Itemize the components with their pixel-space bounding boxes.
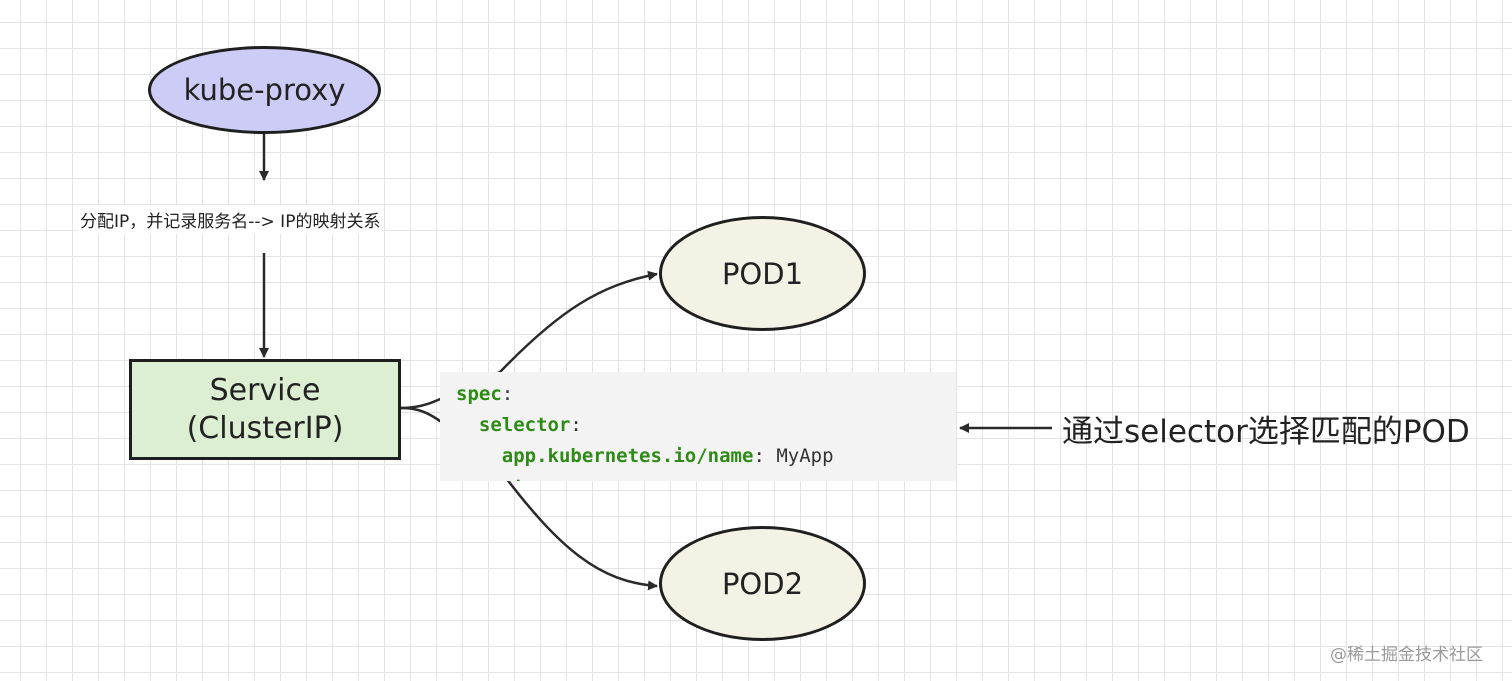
service-node: Service (ClusterIP) [129,359,401,460]
code-line-name: app.kubernetes.io/name: MyApp [456,441,956,472]
kube-proxy-node: kube-proxy [148,46,381,134]
pod2-node: POD2 [659,526,866,641]
code-colon: : [536,476,547,481]
kube-proxy-label: kube-proxy [183,73,346,107]
code-colon: : [570,414,582,436]
pod1-label: POD1 [721,256,804,291]
code-indent [456,414,479,436]
pod2-label: POD2 [721,566,804,601]
code-key-app-name: app.kubernetes.io/name [501,445,754,467]
yaml-code-snippet: spec: selector: app.kubernetes.io/name: … [440,372,956,481]
code-line-ports: ports: [456,472,956,481]
code-indent [456,476,479,481]
code-value-myapp: MyApp [776,445,834,467]
assign-ip-label: 分配IP，并记录服务名--> IP的映射关系 [78,205,383,234]
service-label-line1: Service [209,372,321,408]
code-separator: : [753,445,777,467]
code-key-ports: ports [479,476,536,481]
code-colon: : [501,383,514,405]
selector-match-label: 通过selector选择匹配的POD [1062,414,1470,450]
code-indent [456,445,502,467]
pod1-node: POD1 [659,216,866,331]
watermark: @稀土掘金技术社区 [1330,645,1483,665]
service-label-line2: (ClusterIP) [186,410,344,446]
code-key-spec: spec [456,383,502,405]
code-key-selector: selector [478,414,571,436]
code-line-selector: selector: [456,410,956,441]
code-line-spec: spec: [456,379,956,410]
arrow-service-to-pod1 [400,270,658,410]
